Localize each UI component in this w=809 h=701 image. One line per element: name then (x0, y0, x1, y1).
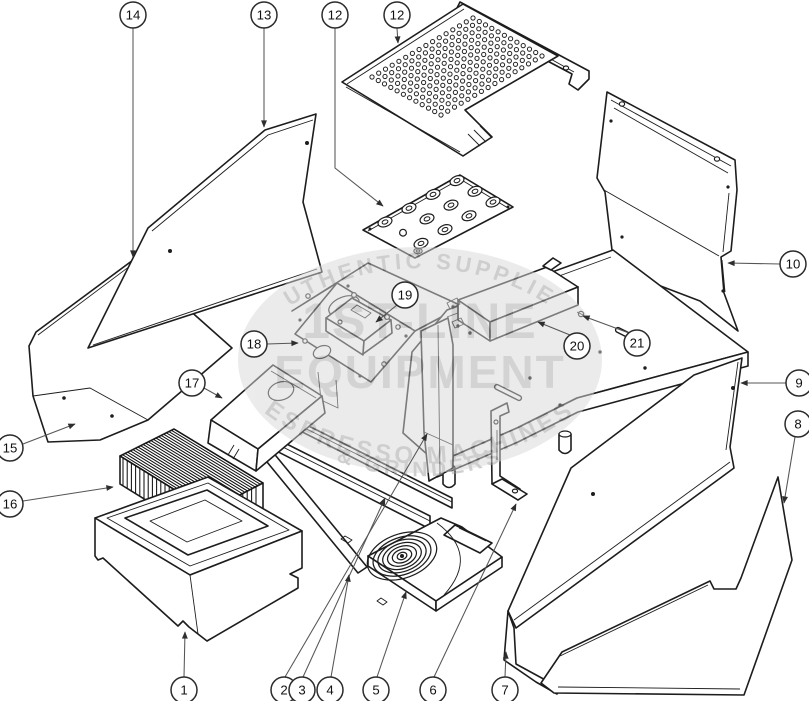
callout-circle-6 (419, 676, 447, 701)
callout-circle-12 (383, 1, 411, 29)
callout-18: 18 (240, 330, 299, 358)
callout-leader-7 (502, 651, 509, 678)
watermark-line2: EQUIPMENT (274, 346, 565, 398)
part-base-tray (94, 476, 303, 642)
callout-leader-12 (394, 27, 401, 44)
callout-20: 20 (537, 321, 591, 360)
callout-4: 4 (316, 574, 351, 701)
callout-leader-3 (302, 497, 386, 678)
callout-circle-7 (491, 676, 519, 701)
callout-1: 1 (170, 631, 198, 701)
callout-leader-21 (582, 315, 630, 334)
callout-circle-10 (779, 250, 807, 278)
callout-number-13: 13 (257, 8, 272, 23)
callout-circle-3 (288, 676, 316, 701)
callout-number-3: 3 (298, 683, 305, 698)
callout-7: 7 (491, 651, 519, 701)
watermark-ellipse (238, 247, 602, 473)
callout-number-21: 21 (630, 336, 645, 351)
callout-circle-19 (391, 281, 419, 309)
callout-9: 9 (740, 369, 809, 397)
callout-leader-15 (22, 423, 76, 445)
callout-number-7: 7 (501, 683, 508, 698)
callout-leader-8 (782, 436, 796, 504)
callout-circle-17 (178, 369, 206, 397)
callout-circle-13 (250, 1, 278, 29)
callout-circle-9 (785, 369, 809, 397)
callout-leader-16 (22, 485, 114, 502)
callout-17: 17 (178, 369, 223, 399)
part-fan-tray (340, 517, 503, 612)
fan-grille (366, 531, 438, 581)
callout-16: 16 (0, 485, 114, 518)
callout-number-4: 4 (326, 683, 333, 698)
callout-10: 10 (727, 250, 807, 278)
part-right-side-panel (503, 357, 743, 695)
callout-circle-5 (362, 676, 390, 701)
callout-number-17: 17 (185, 376, 200, 391)
part-left-side-panel (87, 113, 323, 349)
callout-leader-18 (266, 340, 299, 347)
callout-leader-12 (334, 28, 384, 207)
callout-number-20: 20 (570, 339, 585, 354)
callout-number-18: 18 (247, 337, 262, 352)
callout-12: 12 (383, 1, 411, 44)
part-right-lower-panel (540, 476, 793, 696)
callout-number-12: 12 (390, 8, 405, 23)
callout-number-8: 8 (794, 417, 801, 432)
callout-number-16: 16 (3, 497, 18, 512)
callout-leader-5 (376, 591, 407, 678)
grommet-holes (377, 175, 501, 249)
callout-leader-6 (433, 503, 517, 678)
callout-number-15: 15 (3, 441, 18, 456)
callout-number-5: 5 (372, 683, 379, 698)
callout-leader-4 (330, 574, 351, 678)
callout-5: 5 (362, 591, 407, 701)
callout-circle-4 (316, 676, 344, 701)
callout-3: 3 (288, 497, 386, 701)
callout-15: 15 (0, 423, 76, 462)
callout-circle-8 (784, 410, 809, 438)
callout-circle-21 (623, 329, 651, 357)
callout-circle-16 (0, 490, 24, 518)
callout-leader-19 (375, 304, 398, 323)
callout-leader-20 (537, 321, 571, 336)
callout-21: 21 (582, 315, 651, 357)
callout-12: 12 (321, 1, 384, 207)
callout-number-2: 2 (280, 683, 287, 698)
callout-8: 8 (782, 410, 809, 504)
callout-circle-18 (240, 330, 268, 358)
watermark-line1: 1ST-LINE (302, 293, 537, 349)
callout-number-9: 9 (795, 376, 802, 391)
callout-19: 19 (375, 281, 419, 323)
callout-number-14: 14 (126, 8, 141, 23)
callout-circle-20 (563, 332, 591, 360)
callout-leader-1 (181, 631, 188, 678)
part-top-panel-mesh (341, 3, 559, 157)
callout-leader-2 (284, 433, 428, 678)
callout-number-19: 19 (398, 288, 413, 303)
callout-number-10: 10 (786, 257, 801, 272)
callout-circle-15 (0, 434, 24, 462)
part-grommet-plate (362, 174, 514, 259)
callout-leader-17 (203, 387, 223, 399)
callout-number-1: 1 (180, 683, 187, 698)
callout-number-6: 6 (429, 683, 436, 698)
callout-leader-10 (727, 260, 781, 267)
callout-14: 14 (119, 1, 147, 258)
callout-circle-14 (119, 1, 147, 29)
callout-circle-12 (321, 1, 349, 29)
callout-13: 13 (250, 1, 278, 128)
callout-circle-1 (170, 676, 198, 701)
callout-6: 6 (419, 503, 517, 701)
callout-number-12: 12 (328, 8, 343, 23)
mesh-holes (369, 15, 545, 118)
